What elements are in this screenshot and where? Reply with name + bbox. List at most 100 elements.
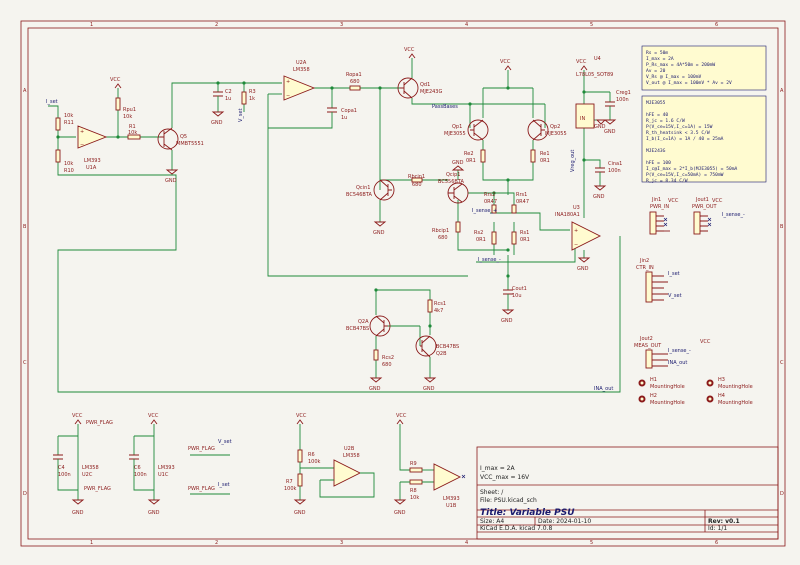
titleblock-size: Size: A4 [480,518,504,525]
resistor-r10[interactable] [55,149,61,163]
capacitor-copa1[interactable] [327,107,337,118]
svg-text:MMBT5551: MMBT5551 [176,141,204,147]
resistor-rcs1[interactable] [427,299,433,313]
opamp-u2a[interactable] [283,75,316,101]
titleblock-tool: KiCad E.D.A. kicad 7.0.8 [480,525,553,532]
resistor-ropa1[interactable] [349,85,361,91]
svg-text:+: + [80,129,84,135]
resistor-rrs1[interactable] [511,204,517,214]
svg-text:+: + [286,79,290,85]
svg-text:P_Rs_max = 4A*50m = 200mW: P_Rs_max = 4A*50m = 200mW [646,62,715,68]
transistor-qp2[interactable] [527,119,549,141]
transistor-q5[interactable] [157,127,179,151]
regulator-u4[interactable] [575,103,595,129]
svg-text:100n: 100n [616,97,629,103]
svg-text:Qcin1: Qcin1 [356,185,370,191]
title-block [476,446,779,540]
connector-jin1[interactable]: Jin1 PWR_IN VCC [649,197,679,235]
svg-text:C6: C6 [134,465,141,471]
svg-text:LM393: LM393 [443,496,460,502]
svg-text:R9: R9 [410,461,417,467]
svg-text:H1: H1 [650,377,657,383]
vcc-symbols: VCC VCC VCC VCC [110,47,588,89]
svg-text:3: 3 [340,540,343,546]
svg-text:IN: IN [580,116,585,122]
svg-text:A: A [23,88,27,94]
svg-text:R_jc = 8.34 C/W: R_jc = 8.34 C/W [646,178,688,184]
resistor-r1[interactable] [127,134,141,140]
svg-text:U2A: U2A [296,60,307,66]
transistor-qd1[interactable] [397,77,419,99]
svg-text:Qp1: Qp1 [452,124,462,130]
svg-text:R1: R1 [129,124,136,130]
resistor-rbcip1[interactable] [455,221,461,233]
resistor-rs2[interactable] [491,231,497,245]
svg-text:VCC: VCC [668,198,679,204]
svg-text:100n: 100n [608,168,621,174]
svg-text:Rbcip1: Rbcip1 [432,228,449,234]
connector-jin2[interactable]: Jin2 CTR_IN I_set V_set [636,258,682,303]
svg-text:LM393: LM393 [158,465,175,471]
resistor-rbcin1[interactable] [411,177,423,183]
svg-text:GND: GND [373,230,385,236]
power-decoupling-u2: VCC PWR_FLAG PWR_FLAG C4 100n LM358 U2C … [53,413,113,516]
resistor-rcs2[interactable] [373,349,379,361]
transistor-q2a[interactable] [369,315,391,337]
svg-text:VCC: VCC [396,413,407,419]
design-note-vcc: VCC_max = 16V [480,474,530,481]
comparator-u1a[interactable] [77,125,108,149]
svg-text:R10: R10 [64,168,74,174]
svg-text:0R1: 0R1 [520,237,530,243]
transistor-q2b[interactable] [415,335,437,358]
svg-text:2: 2 [215,22,218,28]
svg-text:Jin1: Jin1 [651,197,661,203]
svg-text:2: 2 [215,540,218,546]
svg-text:−: − [574,242,578,248]
svg-text:R8: R8 [410,488,417,494]
connector-jout1[interactable]: Jout1 PWR_OUT I_sense_- VCC [692,197,745,235]
svg-text:V_Rs @ I_max = 100mV: V_Rs @ I_max = 100mV [646,74,702,80]
svg-text:VCC: VCC [404,47,415,53]
label-i-sense-minus: I_sense_- [478,257,501,263]
svg-text:Re2: Re2 [464,151,474,157]
svg-text:Rpu1: Rpu1 [123,107,136,113]
svg-text:MJE3055: MJE3055 [444,131,466,137]
svg-text:GND: GND [501,318,513,324]
capacitor-cina1[interactable] [595,167,605,176]
capacitor-cout1[interactable] [503,289,513,300]
svg-text:680: 680 [382,362,392,368]
current-amp-u3[interactable] [571,221,602,251]
resistor-re1[interactable] [530,149,536,163]
svg-text:0R1: 0R1 [466,158,476,164]
resistor-r11[interactable] [55,117,61,131]
capacitor-c2[interactable] [213,91,223,104]
svg-text:0R1: 0R1 [476,237,486,243]
transistor-qcip1[interactable] [447,182,469,204]
svg-text:A: A [780,88,784,94]
label-vreg-out: Vreg_out [570,150,576,172]
svg-text:VCC: VCC [296,413,307,419]
svg-text:100k: 100k [284,486,297,492]
transistor-qp1[interactable] [467,119,489,141]
svg-text:Cout1: Cout1 [512,286,527,292]
svg-text:I_c@I_max = 2*I_b(MJE3055) = 5: I_c@I_max = 2*I_b(MJE3055) = 50mA [646,166,738,172]
resistor-r3[interactable] [241,91,247,105]
note-rs-box [641,45,767,91]
frame-row-ticks: A B C D A B C D [23,88,784,497]
transistor-qcin1[interactable] [373,179,395,201]
resistor-rrs2[interactable] [491,204,497,214]
resistor-re2[interactable] [480,149,486,163]
svg-text:C4: C4 [58,465,65,471]
svg-text:1k: 1k [249,96,255,102]
svg-text:hFE = 100: hFE = 100 [646,160,671,166]
svg-text:LM358: LM358 [343,453,360,459]
svg-text:I_sense_-: I_sense_- [722,212,745,218]
connector-jout2[interactable]: Jout2 MEAS_OUT I_sense_- INA_out VCC [634,336,711,369]
svg-text:680: 680 [350,79,360,85]
svg-text:Av = 20: Av = 20 [646,68,666,74]
capacitor-creg1[interactable] [605,101,615,110]
resistor-rs1[interactable] [511,231,517,245]
svg-text:1: 1 [90,22,93,28]
resistor-rpu1[interactable] [115,97,121,111]
